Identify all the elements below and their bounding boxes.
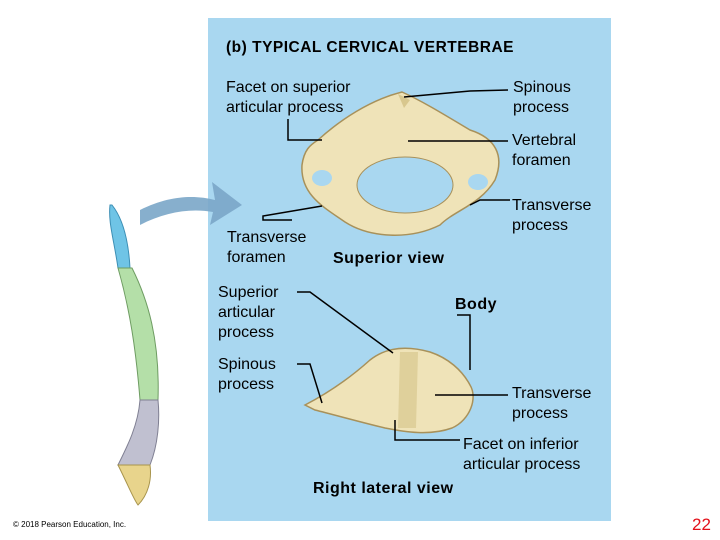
label-transverse-process-top: Transverse process [512,197,592,234]
lumbar-region [117,399,160,466]
copyright-notice: © 2018 Pearson Education, Inc. [13,520,127,529]
label-spinous-top: Spinous process [513,79,571,116]
superior-view-vertebra [301,91,500,236]
caption-lateral-view: Right lateral view [313,480,454,497]
label-spinous-lateral: Spinous process [218,356,276,393]
vertebral-foramen-shape [356,156,454,214]
leader-transverse-process-top [469,199,510,206]
pointer-arrow [140,182,242,225]
leader-facet-superior [287,119,322,141]
label-transverse-process-lateral: Transverse process [512,385,592,422]
transverse-foramen-left [312,170,332,186]
cervical-region [109,204,131,269]
sacrum-region [117,464,151,506]
label-vertebral-foramen: Vertebral foramen [512,132,577,169]
transverse-foramen-right [468,174,488,190]
label-facet-superior: Facet on superior articular process [226,79,351,116]
vertebral-column [109,204,160,506]
leader-superior-articular [297,291,394,354]
lateral-view-vertebra [303,347,474,434]
leader-body [457,314,471,370]
label-superior-articular: Superior articular process [218,284,279,341]
label-facet-inferior: Facet on inferior articular process [463,436,581,473]
page-number: 22 [692,515,711,534]
label-body: Body [455,296,497,313]
leader-spinous-lateral [297,363,323,404]
leader-spinous-top [403,89,509,98]
caption-superior-view: Superior view [333,250,445,267]
thoracic-region [117,267,159,401]
leader-transverse-foramen [262,205,323,221]
diagram-title: (b) TYPICAL CERVICAL VERTEBRAE [226,39,514,56]
label-transverse-foramen: Transverse foramen [227,229,307,266]
leader-lines [262,89,510,441]
leader-facet-inferior [394,420,460,441]
